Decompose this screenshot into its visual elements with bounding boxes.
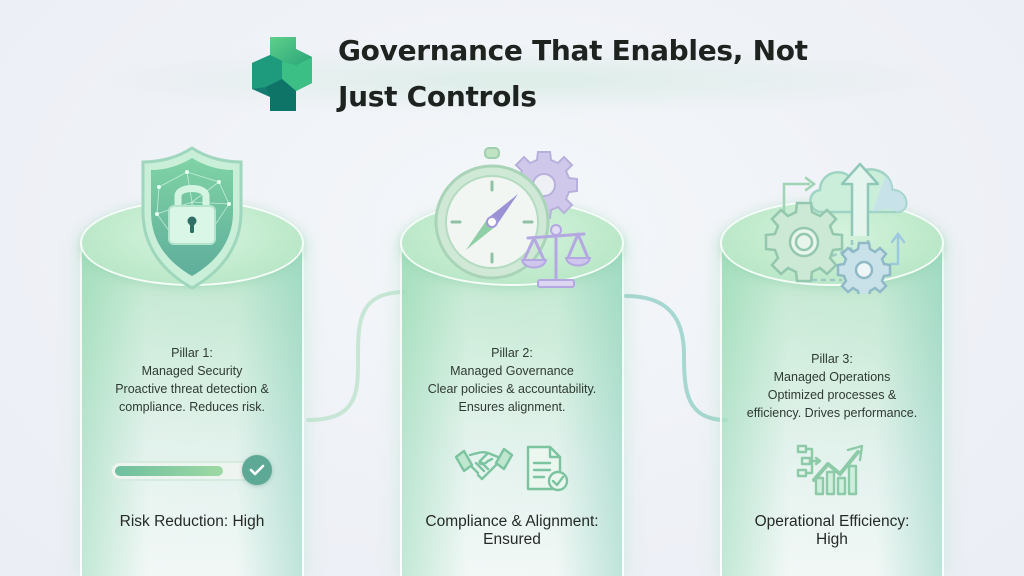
- pillar-description: Pillar 2: Managed Governance Clear polic…: [400, 344, 624, 416]
- pillar-desc-line2: Ensures alignment.: [458, 400, 566, 414]
- flow-chart-trend-up-icon: [796, 444, 864, 496]
- pillar-desc-line2: compliance. Reduces risk.: [119, 400, 265, 414]
- shield-lock-icon: [141, 146, 243, 290]
- risk-progress-bar: [110, 455, 272, 487]
- pillar-desc-line1: Clear policies & accountability.: [427, 382, 597, 396]
- gears-cloud-upload-icon: [764, 162, 908, 294]
- check-icon: [242, 455, 272, 485]
- pillar-name: Managed Governance: [450, 364, 574, 378]
- pillar-description: Pillar 3: Managed Operations Optimized p…: [720, 350, 944, 422]
- pillar-metric: Risk Reduction: High: [80, 513, 304, 531]
- pillar-name: Managed Security: [141, 364, 243, 378]
- pillar-metric: Operational Efficiency: High: [720, 513, 944, 549]
- connector-curve-1-2: [306, 290, 407, 422]
- pillar-desc-line1: Optimized processes &: [767, 388, 897, 402]
- metric-line1: Compliance & Alignment:: [425, 513, 599, 530]
- header: Governance That Enables, Not Just Contro…: [240, 28, 808, 120]
- metric-line1: Risk Reduction: High: [119, 513, 265, 530]
- pillar-metric: Compliance & Alignment: Ensured: [400, 513, 624, 549]
- pillar-number: Pillar 3:: [811, 352, 853, 366]
- pillar-body: [720, 242, 944, 576]
- pillar-number: Pillar 1:: [171, 346, 213, 360]
- pillar-body: [80, 242, 304, 576]
- pillar-desc-line2: efficiency. Drives performance.: [746, 406, 918, 420]
- metric-line1: Operational Efficiency:: [754, 513, 910, 530]
- pillar-body: [400, 242, 624, 576]
- pillar-managed-governance: Pillar 2: Managed Governance Clear polic…: [400, 147, 624, 576]
- handshake-icon: [454, 447, 514, 481]
- connector-curve-2-3: [624, 294, 728, 422]
- pillar-managed-security: Pillar 1: Managed Security Proactive thr…: [80, 146, 304, 576]
- header-glow: [100, 50, 940, 110]
- hexagon-cross-logo-icon: [252, 37, 312, 111]
- pillar-managed-operations: Pillar 3: Managed Operations Optimized p…: [720, 162, 944, 576]
- compass-gear-scales-icon: [434, 147, 592, 288]
- metric-line2: Ensured: [483, 531, 541, 548]
- pillar-name: Managed Operations: [773, 370, 891, 384]
- pillar-description: Pillar 1: Managed Security Proactive thr…: [80, 344, 304, 416]
- page-title: Governance That Enables, Not Just Contro…: [338, 34, 808, 113]
- pillar-desc-line1: Proactive threat detection &: [115, 382, 269, 396]
- document-check-icon: [526, 445, 569, 492]
- progress-track: [110, 461, 256, 481]
- pillar-number: Pillar 2:: [491, 346, 533, 360]
- progress-fill: [115, 466, 223, 476]
- metric-line2: High: [816, 531, 848, 548]
